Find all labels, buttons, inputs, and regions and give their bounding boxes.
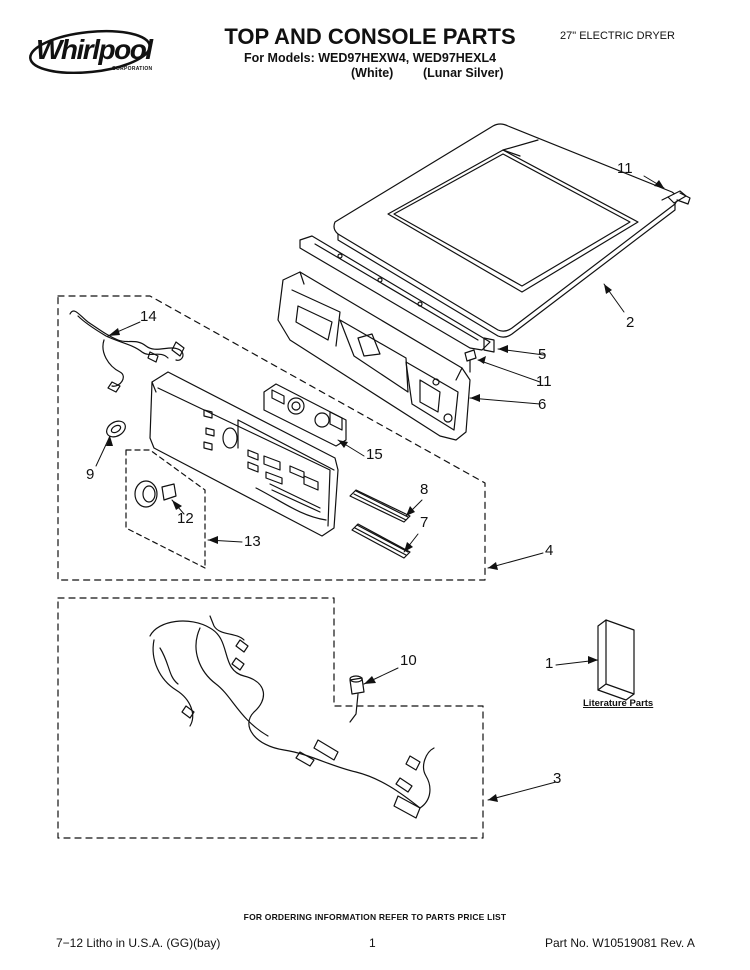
part-9-knob-ring: [106, 420, 126, 438]
part-10-sensor: [349, 675, 365, 723]
part-8-ribbon-cable: [349, 489, 411, 523]
color-white: (White): [351, 66, 394, 80]
part-6-console-back: [277, 271, 471, 441]
page-title: TOP AND CONSOLE PARTS: [224, 24, 516, 49]
part-14-wire-harness: [69, 310, 185, 393]
callout-13: 13: [244, 533, 261, 550]
part-15-control-board: [263, 383, 347, 447]
callout-8: 8: [420, 481, 429, 498]
color-lunar-silver: (Lunar Silver): [423, 66, 504, 80]
part-5-bracket: [299, 235, 495, 353]
part-13-group-outline: [125, 449, 206, 569]
part-number: Part No. W10519081 Rev. A: [545, 936, 695, 950]
part-11-screw-console: [464, 349, 477, 373]
callout-2: 2: [626, 314, 635, 331]
callout-11-console: 11: [536, 373, 552, 390]
callout-9: 9: [86, 466, 95, 483]
brand-subtitle: CORPORATION: [112, 66, 153, 72]
callout-6: 6: [538, 396, 547, 413]
part-3-main-harness: [149, 615, 435, 819]
callout-10: 10: [400, 652, 417, 669]
callout-11-top: 11: [617, 160, 633, 177]
part-4-group-outline: [57, 295, 486, 581]
callout-5: 5: [538, 346, 547, 363]
ordering-note: FOR ORDERING INFORMATION REFER TO PARTS …: [243, 912, 507, 922]
callout-3: 3: [553, 770, 562, 787]
literature-parts-label: Literature Parts: [583, 698, 654, 709]
part-11-screw-top: [661, 190, 691, 205]
product-type: 27" ELECTRIC DRYER: [560, 30, 675, 42]
page-number: 1: [369, 936, 376, 950]
litho-info: 7−12 Litho in U.S.A. (GG)(bay): [56, 936, 221, 950]
part-7-ribbon-cable: [351, 523, 411, 559]
callout-1: 1: [545, 655, 554, 672]
whirlpool-logo: Whirlpool CORPORATION: [28, 26, 168, 74]
part-1-literature: [597, 619, 635, 701]
callout-15: 15: [366, 446, 383, 463]
model-numbers: For Models: WED97HEXW4, WED97HEXL4: [243, 51, 497, 65]
part-2-top-panel: [333, 123, 678, 338]
part-12-knob: [134, 480, 177, 508]
leader-arrowheads: [106, 180, 664, 802]
callout-7: 7: [420, 514, 429, 531]
callout-14: 14: [140, 308, 157, 325]
part-4-console-panel: [149, 371, 339, 537]
logo-swoosh-icon: [29, 29, 151, 74]
callout-4: 4: [545, 542, 554, 559]
callout-12: 12: [177, 510, 194, 527]
part-3-group-outline: [57, 597, 484, 839]
brand-name: Whirlpool: [36, 34, 153, 65]
